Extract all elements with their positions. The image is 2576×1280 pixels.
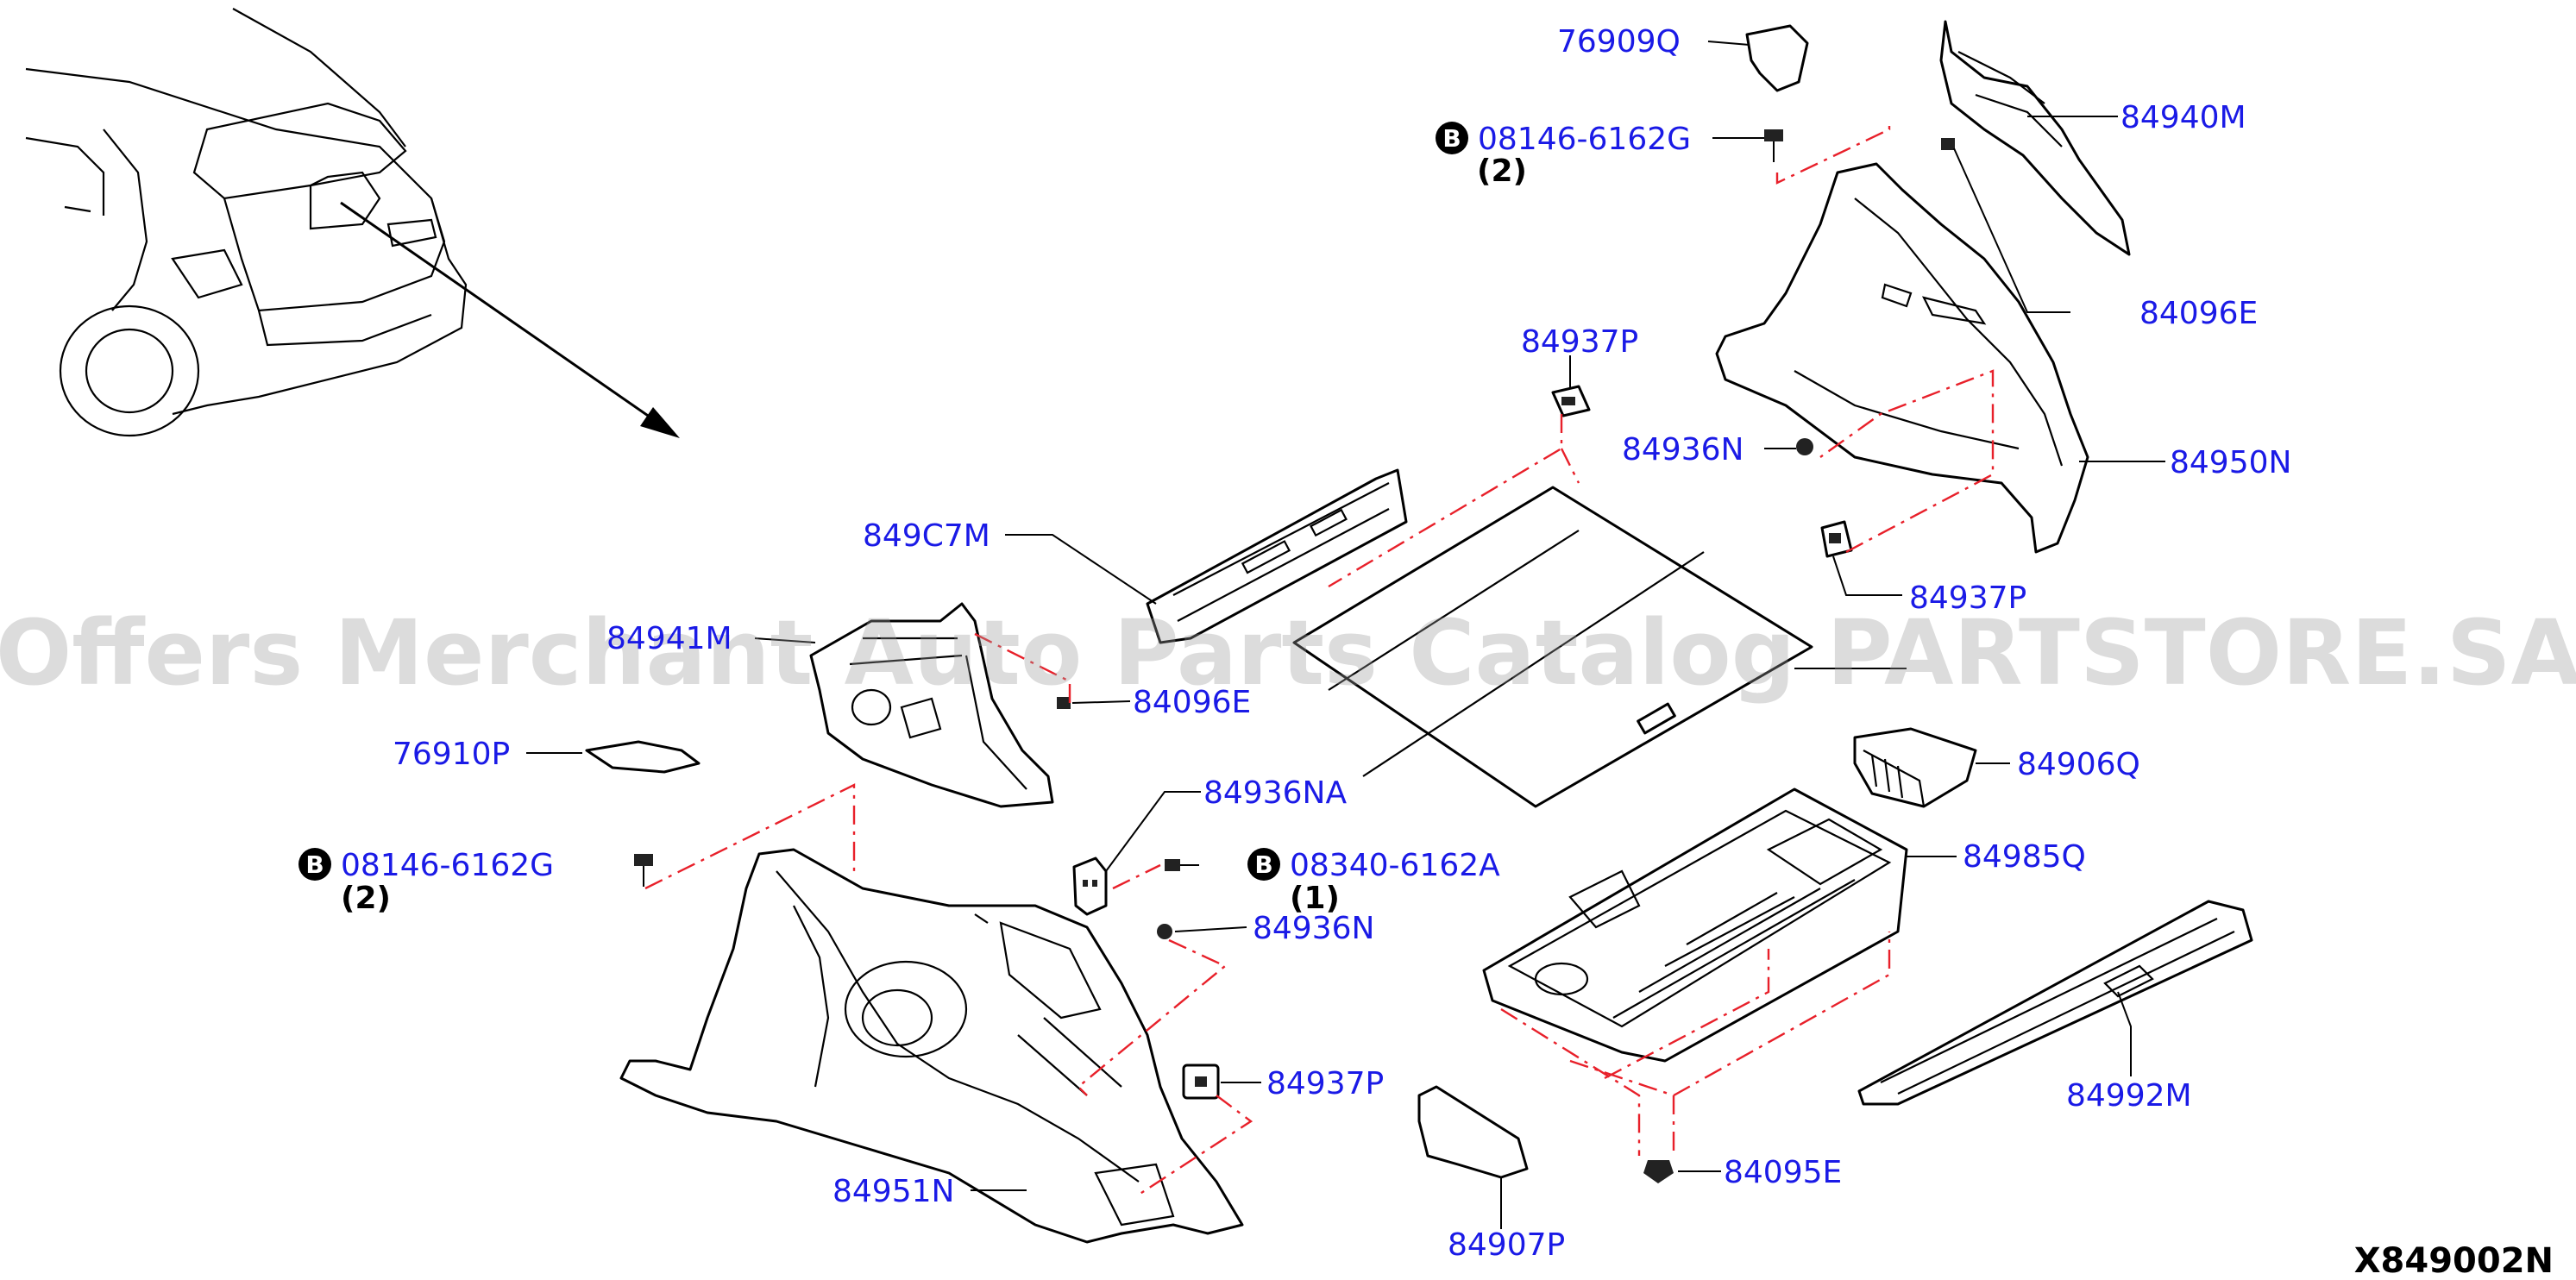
part-84906q xyxy=(1853,727,1977,808)
label-84937p-top[interactable]: 84937P xyxy=(1521,324,1638,360)
part-84907p xyxy=(1417,1085,1529,1179)
label-08340-6162a[interactable]: 08340-6162A xyxy=(1290,848,1500,883)
svg-text:B: B xyxy=(1442,124,1461,153)
clip-84937p-mid-icon xyxy=(1820,520,1853,558)
vehicle-rear-illustration xyxy=(25,8,468,437)
label-84096e-mid[interactable]: 84096E xyxy=(1133,685,1251,720)
diagram-code: X849002N xyxy=(2354,1241,2554,1280)
label-84941m[interactable]: 84941M xyxy=(606,621,732,656)
part-84940m xyxy=(1939,20,2131,256)
label-84096e-top[interactable]: 84096E xyxy=(2139,296,2258,331)
label-84937p-mid[interactable]: 84937P xyxy=(1909,580,2026,616)
label-84907p[interactable]: 84907P xyxy=(1448,1227,1565,1263)
part-84950n xyxy=(1715,162,2089,554)
clip-84936n-low-icon xyxy=(1157,924,1172,939)
bolt-08146-left-icon xyxy=(634,854,653,887)
part-84992m xyxy=(1857,900,2253,1106)
label-84985q[interactable]: 84985Q xyxy=(1963,839,2086,875)
qty-right: (1) xyxy=(1290,881,1340,916)
part-84941m xyxy=(809,602,1054,808)
part-84985q xyxy=(1482,787,1908,1063)
clip-84937p-top-icon xyxy=(1551,385,1591,417)
clip-84936n-top-icon xyxy=(1796,438,1813,455)
svg-text:B: B xyxy=(305,850,324,879)
label-84950n[interactable]: 84950N xyxy=(2170,445,2291,480)
part-84906n-floor-board xyxy=(1292,486,1813,808)
part-84936na xyxy=(1072,856,1108,916)
part-84937p-lower xyxy=(1182,1064,1220,1100)
part-76910p xyxy=(585,740,701,774)
watermark-text: Offers Merchant Auto Parts Catalog PARTS… xyxy=(0,600,2576,706)
label-84940m[interactable]: 84940M xyxy=(2120,100,2246,135)
clip-84095e-icon xyxy=(1643,1160,1674,1183)
clip-84096e-mid-icon xyxy=(1057,697,1071,709)
bolt-b-symbol-left: B xyxy=(298,848,331,881)
label-84937p-low[interactable]: 84937P xyxy=(1266,1066,1384,1101)
qty-top: (2) xyxy=(1477,154,1527,189)
part-84951n xyxy=(619,848,1244,1244)
label-84936n-low[interactable]: 84936N xyxy=(1253,911,1374,946)
part-849c7m xyxy=(1146,468,1408,644)
label-84992m[interactable]: 84992M xyxy=(2066,1078,2192,1114)
leader-lines xyxy=(526,41,2165,1229)
label-84906q[interactable]: 84906Q xyxy=(2017,747,2140,782)
view-direction-arrow xyxy=(340,201,680,438)
label-84936n-top[interactable]: 84936N xyxy=(1622,432,1744,467)
qty-left: (2) xyxy=(341,881,391,916)
assembly-lines xyxy=(644,121,1995,1196)
label-76910p[interactable]: 76910P xyxy=(393,737,510,772)
label-76909q[interactable]: 76909Q xyxy=(1557,24,1681,60)
bolt-08340-icon xyxy=(1165,859,1199,871)
label-08146-6162g-top[interactable]: 08146-6162G xyxy=(1478,122,1691,157)
bolt-b-symbol-right: B xyxy=(1247,848,1280,881)
label-849c7m[interactable]: 849C7M xyxy=(863,518,990,554)
part-76909q xyxy=(1745,24,1809,92)
label-84936na[interactable]: 84936NA xyxy=(1203,775,1347,811)
svg-text:B: B xyxy=(1254,850,1272,879)
fasteners xyxy=(634,129,1955,1183)
label-08146-6162g-left[interactable]: 08146-6162G xyxy=(341,848,554,883)
label-84951n[interactable]: 84951N xyxy=(832,1174,954,1209)
bolt-08146-top-icon xyxy=(1764,129,1783,162)
label-84095e[interactable]: 84095E xyxy=(1724,1155,1842,1190)
bolt-b-symbol-top: B xyxy=(1436,122,1468,154)
clip-84096e-top-icon xyxy=(1941,138,1955,150)
